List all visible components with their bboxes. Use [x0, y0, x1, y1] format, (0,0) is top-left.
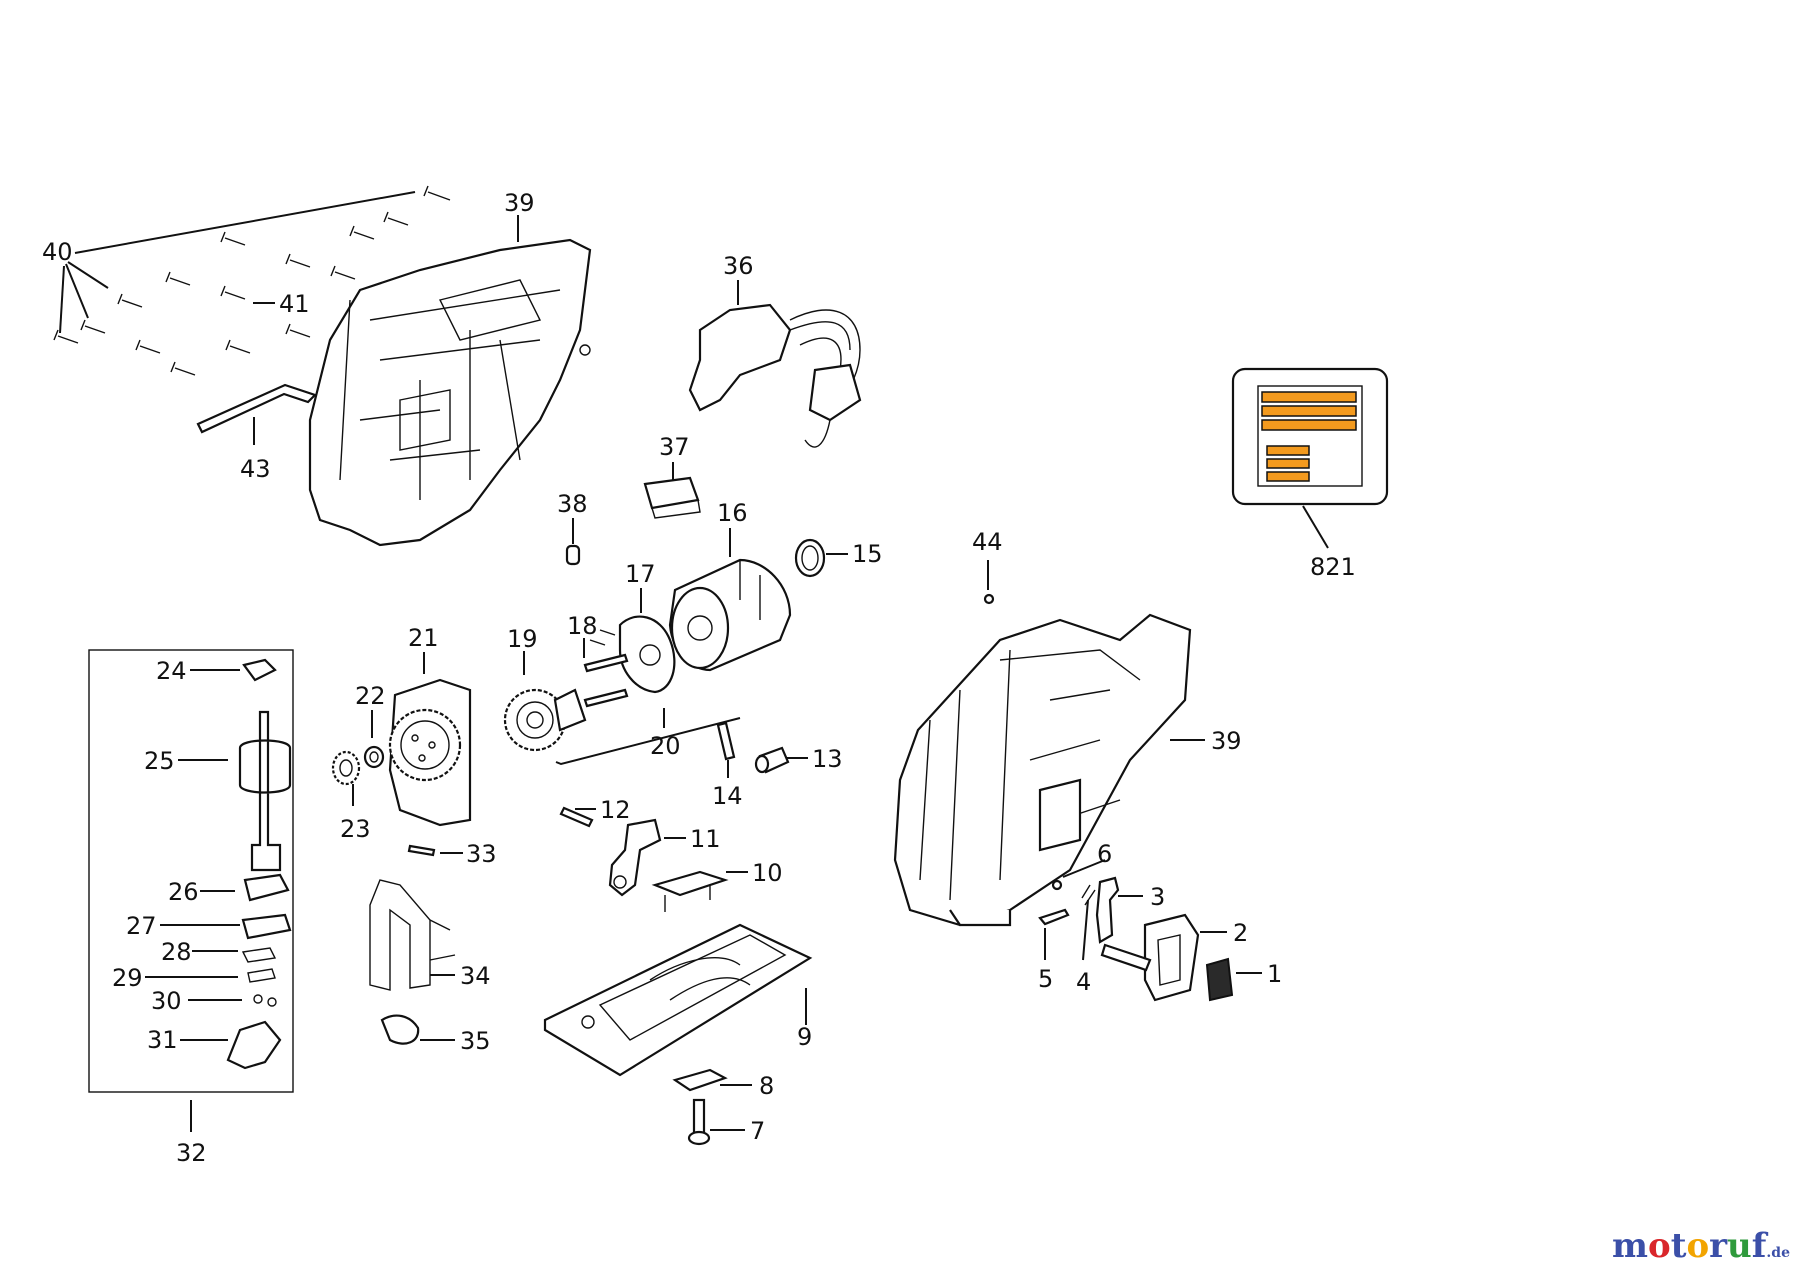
gear-part — [503, 688, 587, 752]
callout-label: 2 — [1233, 919, 1248, 947]
callout-label: 28 — [161, 938, 192, 966]
callout-label: 36 — [723, 252, 754, 280]
callout-label: 40 — [42, 238, 73, 266]
callout-label: 23 — [340, 815, 371, 843]
assembled-jigsaw-part — [893, 613, 1192, 927]
callout-label: 6 — [1097, 840, 1112, 868]
callout-label: 39 — [504, 189, 535, 217]
gear-housing-part — [388, 678, 472, 827]
callout-label: 10 — [752, 859, 783, 887]
callout-label: 34 — [460, 962, 491, 990]
hex-key-part — [196, 383, 318, 434]
screws-40-41-part — [53, 185, 451, 376]
watermark-letter: t — [1670, 1226, 1687, 1266]
decal-stripe — [1261, 391, 1357, 403]
callout-label: 31 — [147, 1026, 178, 1054]
o-ring-part — [794, 538, 826, 578]
callout-label: 11 — [690, 825, 721, 853]
plate-10-part — [651, 870, 729, 912]
switch-part — [688, 303, 862, 448]
callout-label: 26 — [168, 878, 199, 906]
decal-stripe — [1266, 471, 1310, 482]
wire-spring-part — [369, 879, 456, 991]
washer-part — [363, 745, 385, 769]
watermark-letter: o — [1686, 1226, 1710, 1266]
decal-stripe — [1261, 405, 1357, 417]
callout-label: 12 — [600, 796, 631, 824]
decal-stripe — [1266, 445, 1310, 456]
callout-label: 19 — [507, 625, 538, 653]
clamp-plate-part — [672, 1068, 728, 1092]
watermark-letter: r — [1709, 1226, 1728, 1266]
label-tag-part — [1205, 957, 1234, 1002]
callout-label: 33 — [466, 840, 497, 868]
callout-label: 38 — [557, 490, 588, 518]
pin-part — [565, 544, 581, 566]
cap-part — [380, 1014, 420, 1045]
callout-label: 35 — [460, 1027, 491, 1055]
roller-part — [754, 746, 790, 774]
callout-label: 43 — [240, 455, 271, 483]
callout-label: 30 — [151, 987, 182, 1015]
small-parts-6-5-4-3 — [1038, 876, 1120, 944]
bolt-part — [687, 1098, 711, 1146]
watermark-letter: u — [1727, 1226, 1752, 1266]
callout-label: 21 — [408, 624, 439, 652]
callout-label: 14 — [712, 782, 743, 810]
callout-label: 32 — [176, 1139, 207, 1167]
decal-821-part — [1231, 367, 1389, 506]
motor-part — [668, 558, 792, 672]
pin-14-part — [716, 721, 736, 761]
callout-label: 44 — [972, 528, 1003, 556]
callout-label: 22 — [355, 682, 386, 710]
bushing-part — [331, 750, 361, 786]
callout-label: 821 — [1310, 553, 1356, 581]
housing-left-part — [308, 238, 592, 547]
callout-label: 16 — [717, 499, 748, 527]
screws-18-20-part — [583, 653, 629, 708]
decal-stripe — [1266, 458, 1310, 469]
callout-label: 27 — [126, 912, 157, 940]
callout-label: 18 — [567, 612, 598, 640]
watermark-letter: f — [1751, 1226, 1767, 1266]
callout-label: 13 — [812, 745, 843, 773]
watermark-letter: m — [1612, 1226, 1649, 1266]
plunger-part — [608, 818, 662, 897]
watermark-logo: motoruf.de — [1612, 1226, 1790, 1266]
callout-label: 7 — [750, 1117, 765, 1145]
brush-block-part — [643, 476, 701, 519]
shoe-plate-part — [543, 923, 813, 1077]
callout-labels: 1 2 3 4 5 6 7 8 9 10 11 12 13 14 15 16 1… — [42, 189, 1356, 1167]
callout-label: 25 — [144, 747, 175, 775]
screw-33-part — [407, 844, 436, 857]
nut-part — [983, 593, 995, 605]
watermark-letter: o — [1648, 1226, 1671, 1266]
leader-lines — [59, 191, 1329, 1132]
decal-stripe — [1261, 419, 1357, 431]
callout-label: 8 — [759, 1072, 774, 1100]
callout-label: 37 — [659, 433, 690, 461]
accessory-kit-box — [88, 649, 294, 1093]
motor-bracket-part — [589, 615, 676, 694]
callout-label: 5 — [1038, 965, 1053, 993]
callout-label: 9 — [797, 1023, 812, 1051]
watermark-suffix: .de — [1766, 1245, 1790, 1261]
pin-12-part — [559, 806, 594, 828]
callout-label: 3 — [1150, 883, 1165, 911]
callout-label: 1 — [1267, 960, 1282, 988]
callout-label: 17 — [625, 560, 656, 588]
callout-label: 29 — [112, 964, 143, 992]
callout-label: 4 — [1076, 968, 1091, 996]
callout-label: 24 — [156, 657, 187, 685]
callout-label: 41 — [279, 290, 310, 318]
end-cap-part — [1100, 913, 1200, 1002]
callout-label: 20 — [650, 732, 681, 760]
callout-label: 39 — [1211, 727, 1242, 755]
callout-label: 15 — [852, 540, 883, 568]
